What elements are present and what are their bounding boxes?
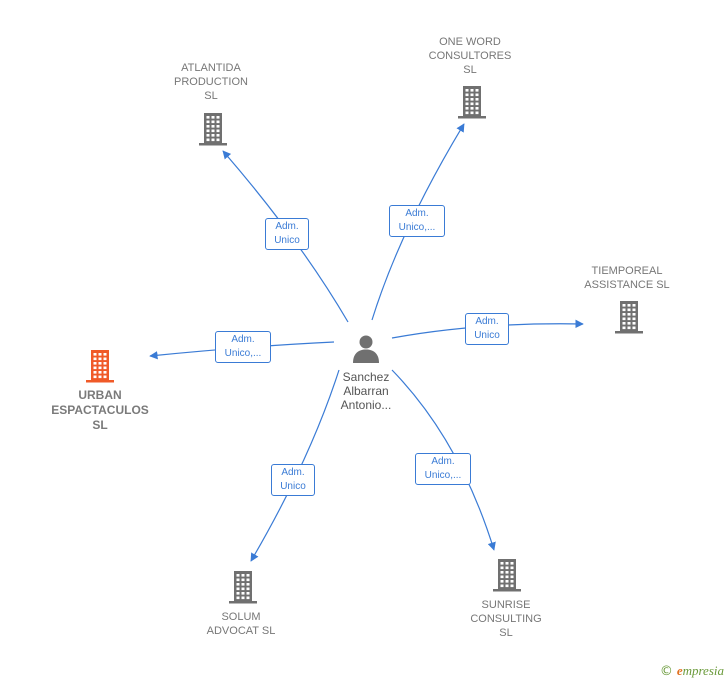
brand-name: mpresia [682, 663, 724, 678]
relation-role: Unico [280, 481, 306, 492]
person-name-line-3: Antonio... [340, 398, 392, 412]
company-label-line: SUNRISE [481, 599, 531, 611]
relation-badge-atlantida[interactable]: Adm. Unico [265, 218, 309, 250]
person-name-line-1: Sanchez [342, 370, 390, 384]
relation-role: Adm. [431, 456, 455, 467]
company-label-line: SL [499, 627, 513, 639]
building-icon[interactable] [613, 300, 645, 334]
building-glyph [615, 301, 643, 334]
relation-edge-sunrise [391, 369, 496, 551]
person-node[interactable] [340, 333, 392, 367]
relation-role: Unico,... [424, 470, 462, 481]
person-name-line-2: Albarran [343, 384, 389, 398]
relation-role: Adm. [405, 208, 429, 219]
relation-role: Unico,... [224, 348, 262, 359]
brand-initial: e [676, 663, 683, 678]
company-label-line: SL [204, 90, 218, 102]
relation-role: Unico [274, 235, 300, 246]
company-label-line: PRODUCTION [174, 76, 248, 88]
building-glyph [458, 86, 486, 119]
company-label-solum[interactable]: SOLUM ADVOCAT SL [181, 610, 301, 638]
building-icon[interactable] [84, 349, 116, 383]
company-label-line: CONSULTORES [428, 50, 512, 62]
building-icon[interactable] [227, 570, 259, 604]
company-label-oneword[interactable]: ONE WORD CONSULTORES SL [410, 35, 530, 77]
company-label-line: SOLUM [221, 611, 261, 623]
relation-badge-urban[interactable]: Adm. Unico,... [215, 331, 271, 363]
company-label-line: ONE WORD [439, 36, 501, 48]
relation-badge-tiempo[interactable]: Adm. Unico [465, 313, 509, 345]
company-label-atlantida[interactable]: ATLANTIDA PRODUCTION SL [151, 61, 271, 103]
company-label-line: SL [92, 418, 108, 432]
relation-role: Adm. [275, 221, 299, 232]
relation-role: Adm. [281, 467, 305, 478]
relation-badge-sunrise[interactable]: Adm. Unico,... [415, 453, 471, 485]
building-icon[interactable] [456, 85, 488, 119]
company-label-sunrise[interactable]: SUNRISE CONSULTING SL [446, 598, 566, 640]
relation-role: Unico [474, 330, 500, 341]
relation-edge-solum [250, 369, 340, 562]
company-label-line: ATLANTIDA [181, 62, 241, 74]
relation-role: Adm. [475, 316, 499, 327]
company-label-tiempo[interactable]: TIEMPOREAL ASSISTANCE SL [567, 264, 687, 292]
building-glyph [199, 113, 227, 146]
company-label-urban[interactable]: URBAN ESPACTACULOS SL [38, 388, 162, 433]
brand-footer[interactable]: ©empresia [660, 663, 724, 679]
relation-role: Adm. [231, 334, 255, 345]
company-label-line: SL [463, 64, 477, 76]
company-label-line: TIEMPOREAL [591, 265, 663, 277]
relation-role: Unico,... [398, 222, 436, 233]
company-label-line: URBAN [78, 388, 122, 402]
copyright-icon: © [659, 664, 673, 679]
relation-badge-solum[interactable]: Adm. Unico [271, 464, 315, 496]
relation-badge-oneword[interactable]: Adm. Unico,... [389, 205, 445, 237]
company-label-line: CONSULTING [470, 613, 542, 625]
company-label-line: ASSISTANCE SL [584, 279, 670, 291]
building-glyph [229, 571, 257, 604]
building-glyph [493, 559, 521, 592]
person-name[interactable]: Sanchez Albarran Antonio... [316, 370, 416, 412]
person-icon [353, 335, 379, 363]
company-label-line: ADVOCAT SL [206, 625, 276, 637]
building-icon[interactable] [197, 112, 229, 146]
building-glyph [86, 350, 114, 383]
company-label-line: ESPACTACULOS [51, 403, 149, 417]
building-icon[interactable] [491, 558, 523, 592]
